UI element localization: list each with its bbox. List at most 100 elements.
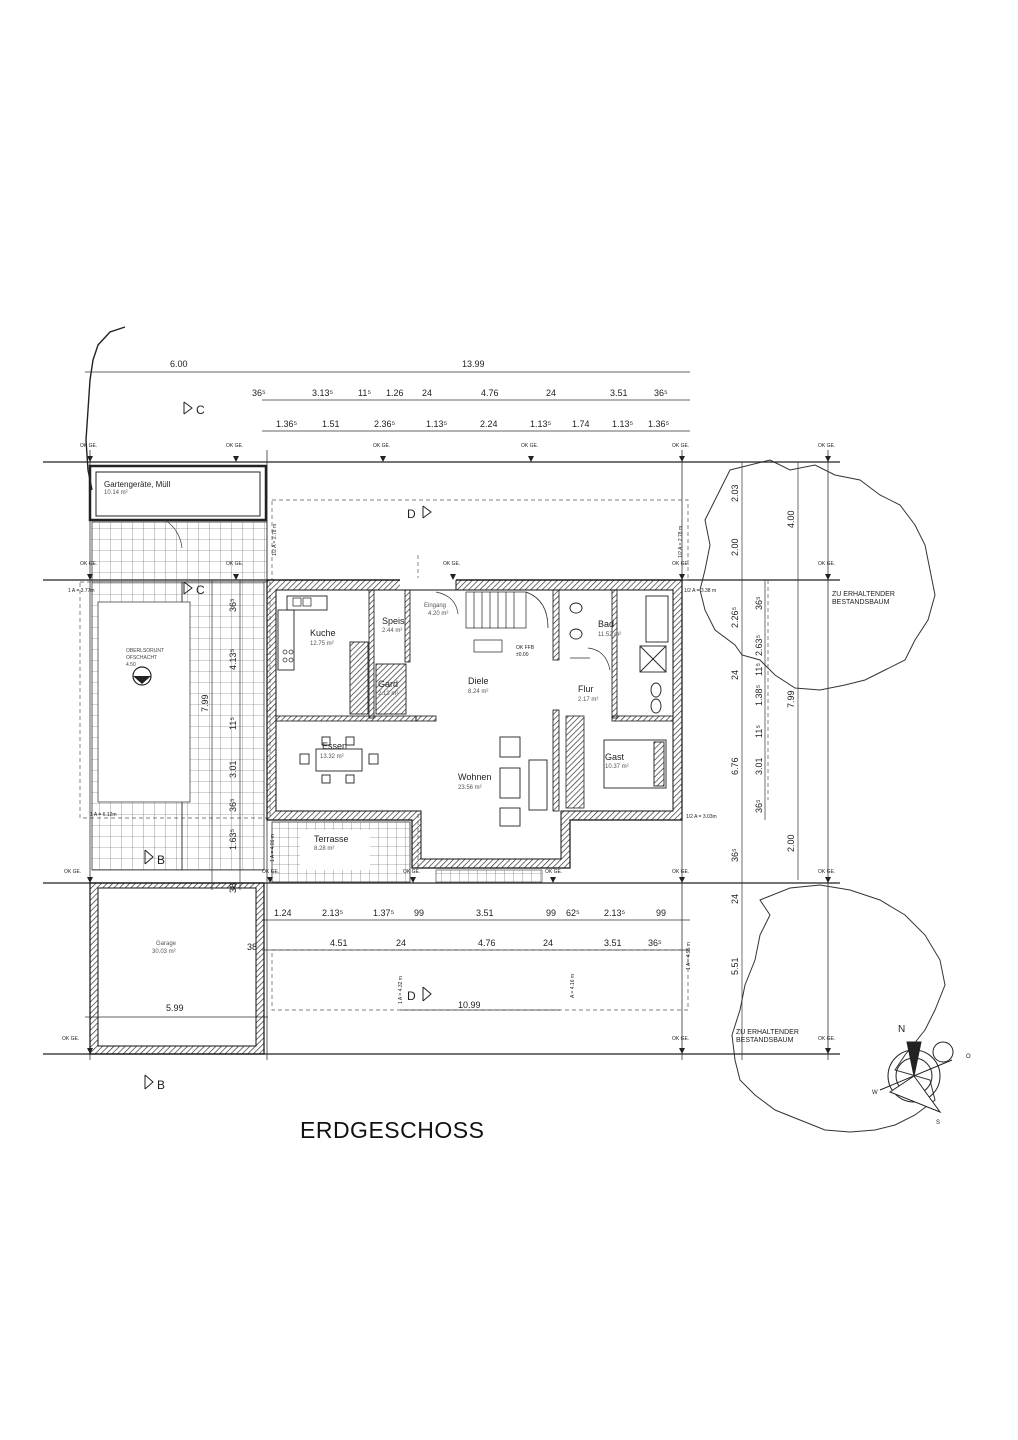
bottom-row1-dims: 1.24 2.13⁵ 1.37⁵ 99 3.51 99 62⁵ 2.13⁵ 99 bbox=[274, 908, 666, 918]
bath-fixtures bbox=[569, 595, 669, 714]
room-area-essen: 13.32 m² bbox=[320, 754, 344, 760]
level-labels: OK GE. OK GE. OK GE. OK GE. OK GE. OK GE… bbox=[62, 443, 835, 1042]
dim-label: 3.51 bbox=[476, 908, 494, 918]
top-row2-dims: 1.36⁵ 1.51 2.36⁵ 1.13⁵ 2.24 1.13⁵ 1.74 1… bbox=[276, 419, 670, 429]
dining-table bbox=[299, 736, 379, 784]
dim-label: 6.76 bbox=[730, 757, 740, 775]
ok-label: OK GE. bbox=[818, 443, 835, 449]
dim-label: 2.63⁵ bbox=[754, 634, 764, 656]
tree-label-bottom-line2: BESTANDSBAUM bbox=[736, 1037, 794, 1044]
compass-labels: N O S W bbox=[872, 1024, 971, 1126]
ok-label: OK GE. bbox=[226, 561, 243, 567]
dim-label: 2.13⁵ bbox=[322, 908, 344, 918]
section-labels: C C B B D D bbox=[157, 403, 416, 1092]
dim-label: 11⁵ bbox=[754, 663, 764, 676]
dim-label: 1.51 bbox=[322, 419, 340, 429]
dim-label: 24 bbox=[730, 670, 740, 680]
door-swings bbox=[164, 519, 611, 671]
dim-label: 36⁵ bbox=[754, 596, 764, 610]
dim-label: 11⁵ bbox=[754, 725, 764, 738]
tree-label-bottom-line1: ZU ERHALTENDER bbox=[736, 1029, 799, 1036]
ok-label: OK GE. bbox=[443, 561, 460, 567]
room-name-flur: Flur bbox=[578, 684, 594, 694]
dim-label: 62⁵ bbox=[566, 908, 580, 918]
dim-label: 2.03 bbox=[730, 484, 740, 502]
dim-label: 99 bbox=[546, 908, 556, 918]
dim-label: 36⁵ bbox=[228, 598, 238, 612]
height-label: 1 A = 4.95 m bbox=[686, 942, 692, 970]
room-name-terrasse: Terrasse bbox=[314, 834, 349, 844]
dim-label: 99 bbox=[414, 908, 424, 918]
dim-label: 2.26⁵ bbox=[730, 606, 740, 628]
dim-label: 36⁵ bbox=[648, 938, 662, 948]
room-name-garten: Gartengeräte, Müll bbox=[104, 480, 170, 489]
ok-label: OK GE. bbox=[62, 1036, 79, 1042]
stove-icon bbox=[282, 649, 294, 663]
height-label: 1/2 A = 3.03m bbox=[686, 814, 717, 820]
sickerschacht-icon bbox=[132, 666, 152, 686]
dim-label: 3.51 bbox=[610, 388, 628, 398]
staircase bbox=[465, 591, 549, 653]
entry-steps bbox=[435, 869, 543, 883]
section-d-label: D bbox=[407, 989, 416, 1003]
living-furniture bbox=[499, 736, 548, 827]
plan-title: ERDGESCHOSS bbox=[300, 1117, 485, 1143]
dim-label: 4.00 bbox=[786, 510, 796, 528]
section-b-label: B bbox=[157, 1078, 165, 1092]
wardrobe bbox=[565, 715, 585, 809]
dim-label: 24 bbox=[396, 938, 406, 948]
room-area-garderobe: 2.13 m² bbox=[378, 691, 398, 697]
dim-label: 36⁵ bbox=[228, 798, 238, 812]
ok-label: OK GE. bbox=[80, 443, 97, 449]
dim-label: 38 bbox=[228, 883, 238, 893]
dim-label: 1.38⁵ bbox=[754, 684, 764, 706]
height-label: A = 4.16 m bbox=[570, 974, 576, 998]
height-label: 1/2 A = 3.38 m bbox=[684, 588, 716, 594]
dim-label: 4.76 bbox=[478, 938, 496, 948]
top-overall-dims: 6.00 13.99 bbox=[170, 359, 485, 369]
height-label: 1/2 A = 2.78 m bbox=[272, 524, 278, 556]
section-markers bbox=[144, 401, 432, 1090]
left-vertical-dims: 36⁵ 4.13⁵ 11⁵ 3.01 36⁵ 1.63⁵ 38 7.99 bbox=[200, 598, 238, 893]
dim-total-bottom: 10.99 bbox=[458, 1000, 481, 1010]
room-name-diele: Diele bbox=[468, 676, 489, 686]
room-name-kuche: Kuche bbox=[310, 628, 336, 638]
dim-garage-width: 5.99 bbox=[166, 1003, 184, 1013]
dim-label: 4.51 bbox=[330, 938, 348, 948]
dim-label: 4.76 bbox=[481, 388, 499, 398]
ok-label: OK GE. bbox=[64, 869, 81, 875]
dim-label: 24 bbox=[730, 894, 740, 904]
garden-shed bbox=[88, 464, 268, 522]
room-name-eingang: Eingang bbox=[424, 603, 446, 609]
paved-path-right bbox=[181, 581, 265, 871]
dim-label: 2.00 bbox=[786, 834, 796, 852]
ok-label: OK GE. bbox=[672, 869, 689, 875]
dim-label: 1.36⁵ bbox=[276, 419, 298, 429]
lawn-area bbox=[97, 601, 191, 803]
bottom-row2-dims: 4.51 24 4.76 24 3.51 36⁵ bbox=[330, 938, 662, 948]
ok-label: OK GE. bbox=[672, 561, 689, 567]
room-name-essen: Essen bbox=[322, 741, 347, 751]
sickerschacht-line2: OFSCHACHT bbox=[126, 655, 157, 661]
dim-label: 2.00 bbox=[730, 538, 740, 556]
dim-label: 3.01 bbox=[754, 757, 764, 775]
section-c-label: C bbox=[196, 583, 205, 597]
right-vertical-dims: 2.03 2.00 2.26⁵ 24 6.76 36⁵ 24 5.51 36⁵ … bbox=[730, 484, 796, 975]
room-area-flur: 2.17 m² bbox=[578, 697, 598, 703]
tree-bottom bbox=[731, 884, 946, 1133]
ffb-label: OK FFB bbox=[516, 645, 535, 651]
dim-label: 5.51 bbox=[730, 957, 740, 975]
paved-area-top bbox=[91, 521, 268, 583]
guest-bed bbox=[603, 739, 667, 789]
room-name-speis: Speis bbox=[382, 616, 405, 626]
dim-label: 11⁵ bbox=[228, 717, 238, 730]
compass-o: O bbox=[966, 1054, 971, 1060]
room-area-wohnen: 23.56 m² bbox=[458, 785, 482, 791]
room-area-speis: 2.44 m² bbox=[382, 628, 402, 634]
dimension-lines bbox=[85, 371, 799, 1060]
tree-label-top-line2: BESTANDSBAUM bbox=[832, 599, 890, 606]
dim-label: 1.26 bbox=[386, 388, 404, 398]
ok-label: OK GE. bbox=[80, 561, 97, 567]
room-area-gast: 10.37 m² bbox=[605, 764, 629, 770]
